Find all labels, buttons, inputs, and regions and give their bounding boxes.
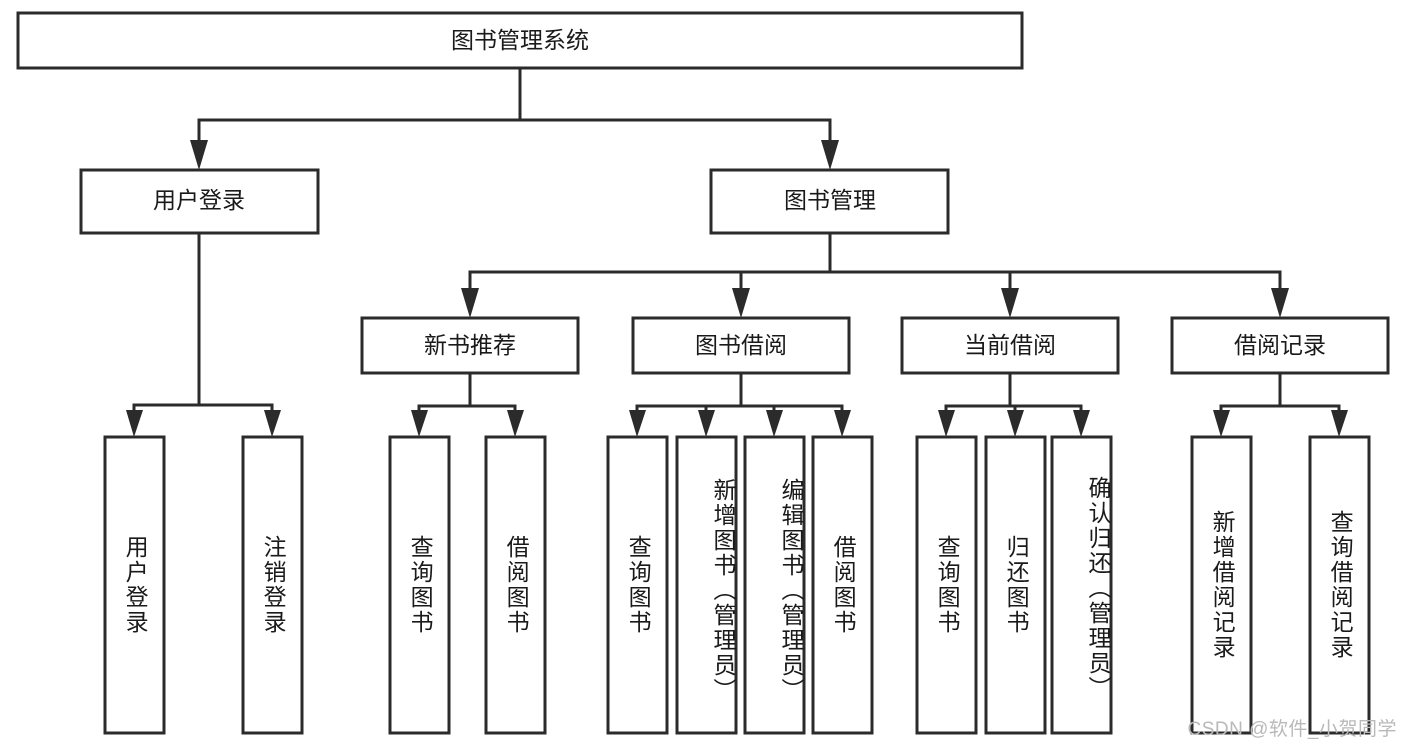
node-box-leaf-borrow-book-1[interactable]	[484, 435, 547, 735]
arrow-head-leaf-add-record	[1213, 410, 1230, 437]
arrow-head-leaf-query-book-3	[938, 410, 955, 437]
node-label-root: 图书管理系统	[451, 27, 589, 53]
node-box-leaf-confirm-return[interactable]	[1050, 435, 1113, 735]
node-box-user-login[interactable]	[79, 168, 320, 235]
arrow-head-leaf-borrow-book-1	[507, 410, 524, 437]
node-box-leaf-query-book-1[interactable]	[388, 435, 451, 735]
arrow-head-leaf-user-login	[126, 410, 143, 437]
node-label-book-manage: 图书管理	[784, 187, 876, 213]
node-box-leaf-return-book[interactable]	[984, 435, 1047, 735]
node-box-leaf-borrow-book-2[interactable]	[811, 435, 874, 735]
arrow-head-leaf-query-book-1	[411, 410, 428, 437]
arrow-head-leaf-edit-book	[766, 410, 783, 437]
arrow-head-book-manage	[821, 140, 839, 170]
node-label-current-borrow: 当前借阅	[964, 332, 1056, 358]
arrow-head-leaf-query-record	[1331, 410, 1348, 437]
csdn-watermark: CSDN @软件_小贺同学	[1187, 719, 1397, 740]
node-box-leaf-query-book-3[interactable]	[915, 435, 978, 735]
arrow-head-leaf-return-book	[1007, 410, 1024, 437]
node-box-book-manage[interactable]	[709, 168, 950, 235]
node-label-user-login: 用户登录	[153, 187, 245, 213]
node-label-new-book-rec: 新书推荐	[424, 332, 516, 358]
node-box-leaf-edit-book[interactable]	[743, 435, 806, 735]
node-box-leaf-add-book[interactable]	[675, 435, 738, 735]
arrow-head-book-borrow	[732, 288, 750, 318]
node-box-root[interactable]	[16, 11, 1024, 70]
node-label-borrow-record: 借阅记录	[1234, 332, 1326, 358]
arrow-head-new-book-rec	[461, 288, 479, 318]
node-label-book-borrow: 图书借阅	[695, 332, 787, 358]
node-box-current-borrow[interactable]	[900, 316, 1120, 375]
node-box-leaf-add-record[interactable]	[1190, 435, 1253, 735]
node-layer: 图书管理系统 用户登录 图书管理 新书推荐 图书借阅 当前借阅 借阅记录	[16, 11, 1390, 735]
connector-layer	[126, 66, 1348, 437]
node-box-borrow-record[interactable]	[1170, 316, 1390, 375]
arrow-head-borrow-record	[1271, 288, 1289, 318]
node-box-new-book-rec[interactable]	[360, 316, 580, 375]
node-box-leaf-logout[interactable]	[241, 435, 304, 735]
arrow-head-leaf-confirm-return	[1073, 410, 1090, 437]
node-box-leaf-user-login[interactable]	[103, 435, 166, 735]
node-box-leaf-query-book-2[interactable]	[606, 435, 669, 735]
arrow-head-user-login	[190, 140, 208, 170]
node-box-leaf-query-record[interactable]	[1308, 435, 1371, 735]
arrow-head-leaf-logout	[264, 410, 281, 437]
node-box-book-borrow[interactable]	[631, 316, 851, 375]
arrow-head-leaf-borrow-book-2	[834, 410, 851, 437]
arrow-head-leaf-query-book-2	[629, 410, 646, 437]
arrow-head-leaf-add-book	[698, 410, 715, 437]
arrow-head-current-borrow	[1001, 288, 1019, 318]
